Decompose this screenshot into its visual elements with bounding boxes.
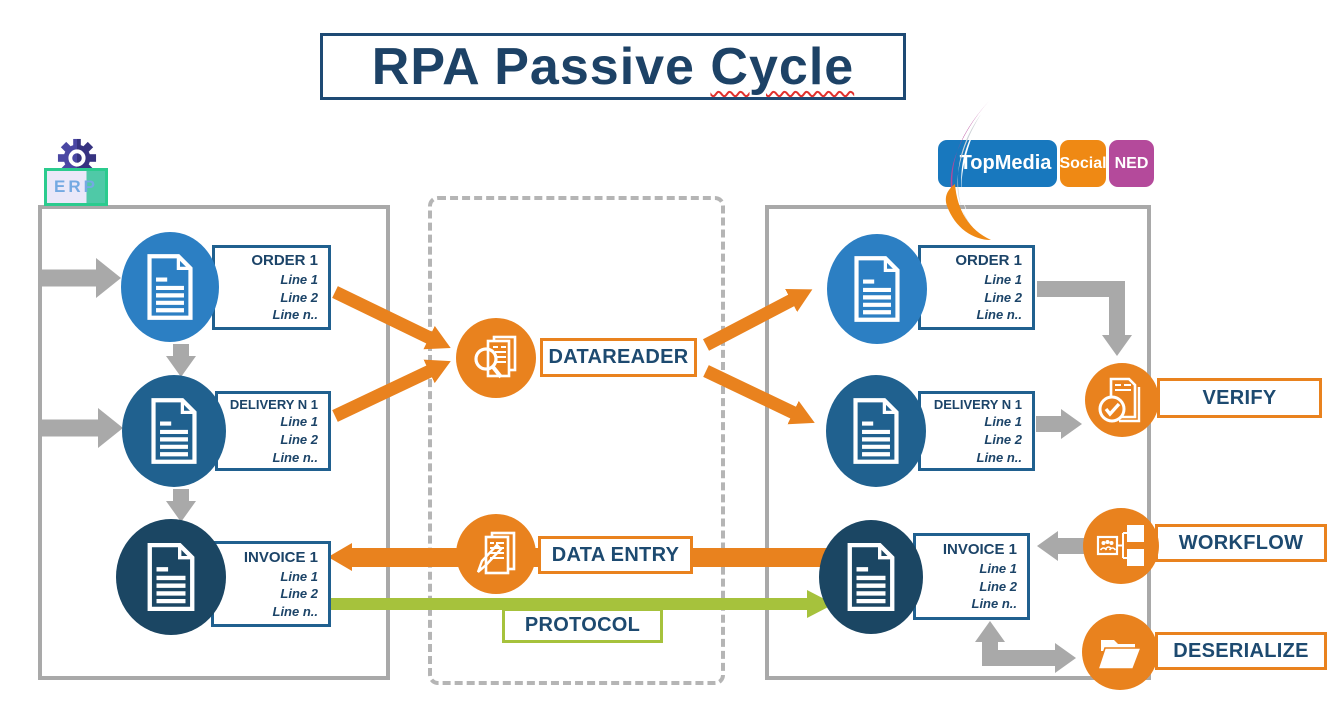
- doc-line: Line n..: [272, 307, 319, 323]
- data-entry-label-box: DATA ENTRY: [538, 536, 693, 574]
- doc-line: Line 2: [280, 289, 318, 305]
- topmedia-logo-segment-ned: NED: [1109, 140, 1154, 187]
- title-main: RPA Passive: [371, 37, 711, 96]
- workflow-label-box: WORKFLOW: [1155, 524, 1327, 562]
- logo-swirl-icon: [945, 101, 991, 240]
- doc-title: INVOICE 1: [942, 541, 1017, 559]
- doc-title: DELIVERY N 1: [229, 396, 318, 412]
- deserialize-label-box: DESERIALIZE: [1155, 632, 1327, 670]
- deserialize-label: DESERIALIZE: [1173, 639, 1309, 662]
- folder-open-icon: [1097, 640, 1143, 670]
- doc-line: Line 1: [280, 568, 318, 584]
- data-entry-icon: [476, 531, 516, 575]
- rpa-middleware-frame: [428, 196, 725, 685]
- title-squiggle-word: Cycle: [710, 37, 855, 96]
- doc-line: Line 1: [984, 272, 1022, 288]
- erp-system-frame: [38, 205, 390, 680]
- verify-icon: [1098, 377, 1141, 423]
- document-icon: [854, 256, 900, 322]
- doc-line: Line 2: [280, 432, 318, 447]
- erp-delivery-circle: [122, 375, 226, 487]
- workflow-icon: [1096, 525, 1144, 566]
- target-invoice-card: INVOICE 1 Line 1 Line 2 Line n..: [913, 533, 1030, 620]
- erp-logo: ERP: [44, 138, 108, 206]
- target-delivery-circle: [826, 375, 926, 487]
- doc-title: ORDER 1: [955, 252, 1022, 270]
- doc-line: Line n..: [272, 449, 319, 465]
- topmedia-logo-segment-social: Social: [1059, 140, 1107, 187]
- document-icon: [847, 542, 895, 612]
- erp-logo-box: ERP: [44, 168, 108, 206]
- document-icon: [151, 398, 197, 464]
- doc-line: Line 2: [280, 586, 318, 602]
- doc-line: Line 1: [979, 561, 1017, 577]
- workflow-circle: [1083, 508, 1159, 584]
- target-invoice-circle: [819, 520, 923, 634]
- doc-line: Line 2: [984, 432, 1022, 447]
- erp-invoice-card: INVOICE 1 Line 1 Line 2 Line n..: [211, 541, 331, 627]
- doc-title: INVOICE 1: [243, 548, 318, 566]
- data-entry-circle: [456, 514, 536, 594]
- doc-title: ORDER 1: [251, 252, 318, 270]
- document-icon: [147, 254, 193, 320]
- diagram-title: RPA Passive Cycle: [372, 37, 854, 97]
- doc-line: Line 1: [984, 414, 1022, 430]
- document-icon: [147, 542, 195, 612]
- erp-logo-label: ERP: [54, 177, 98, 196]
- deserialize-circle: [1082, 614, 1158, 690]
- erp-delivery-card: DELIVERY N 1 Line 1 Line 2 Line n..: [215, 391, 331, 471]
- erp-invoice-circle: [116, 519, 226, 635]
- target-delivery-card: DELIVERY N 1 Line 1 Line 2 Line n..: [918, 391, 1035, 471]
- doc-line: Line 1: [280, 414, 318, 430]
- verify-label-box: VERIFY: [1157, 378, 1322, 418]
- document-icon: [853, 398, 899, 464]
- topmedia-logo: TopMedia Social NED: [925, 98, 1195, 246]
- verify-label: VERIFY: [1202, 386, 1277, 409]
- erp-order-card: ORDER 1 Line 1 Line 2 Line n..: [212, 245, 331, 330]
- diagram-title-box: RPA Passive Cycle: [320, 33, 906, 100]
- data-entry-label: DATA ENTRY: [551, 543, 680, 566]
- doc-line: Line n..: [971, 596, 1018, 612]
- protocol-label: PROTOCOL: [524, 614, 641, 636]
- datareader-label-box: DATAREADER: [540, 338, 697, 377]
- verify-circle: [1085, 363, 1159, 437]
- doc-line: Line n..: [976, 449, 1023, 465]
- doc-line: Line 2: [979, 578, 1017, 594]
- doc-title: DELIVERY N 1: [933, 396, 1022, 412]
- target-order-circle: [827, 234, 927, 344]
- target-order-card: ORDER 1 Line 1 Line 2 Line n..: [918, 245, 1035, 330]
- protocol-label-box: PROTOCOL: [502, 608, 663, 643]
- datareader-icon: [474, 335, 517, 379]
- doc-line: Line n..: [272, 603, 319, 619]
- datareader-circle: [456, 318, 536, 398]
- doc-line: Line 1: [280, 272, 318, 288]
- datareader-label: DATAREADER: [548, 346, 689, 368]
- doc-line: Line n..: [976, 307, 1023, 323]
- erp-order-circle: [121, 232, 219, 342]
- workflow-label: WORKFLOW: [1178, 531, 1304, 554]
- doc-line: Line 2: [984, 289, 1022, 305]
